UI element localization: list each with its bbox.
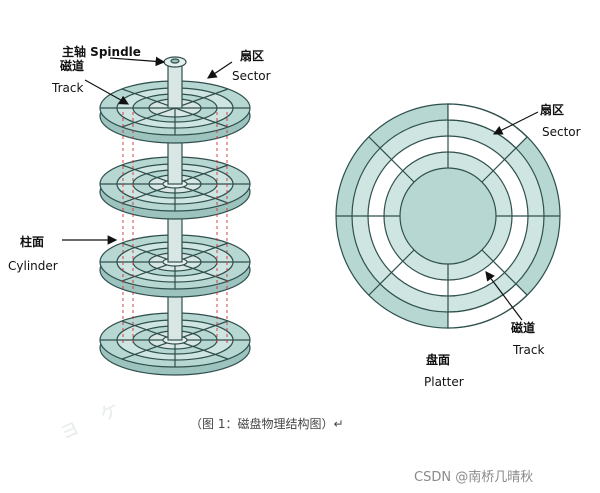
- watermark: CSDN @南桥几晴秋: [414, 470, 534, 485]
- platter-3: [99, 234, 251, 298]
- right-arrows: [485, 111, 539, 321]
- track-left-en-label: Track: [52, 81, 84, 95]
- faded-background-text: ョ ヶ: [54, 395, 124, 446]
- platter-cn-label: 盘面: [426, 353, 451, 367]
- highlighted-track-segment: [447, 283, 528, 329]
- track-right-en-label: Track: [513, 343, 545, 357]
- platter-stack: [99, 56, 251, 376]
- spindle-label: 主轴 Spindle: [62, 45, 141, 59]
- track-right-cn-label: 磁道: [511, 321, 536, 335]
- sector-right-en-label: Sector: [542, 125, 581, 139]
- figure-caption: （图 1：磁盘物理结构图）↵: [190, 417, 344, 431]
- platter-en-label: Platter: [424, 375, 464, 389]
- left-arrows: [62, 56, 233, 245]
- sector-left-cn-label: 扇区: [240, 49, 265, 63]
- highlighted-sector: [447, 103, 528, 149]
- sector-left-en-label: Sector: [232, 69, 271, 83]
- sector-right-cn-label: 扇区: [540, 103, 565, 117]
- track-left-cn-label: 磁道: [60, 59, 85, 73]
- platter-top-view: [335, 103, 561, 329]
- cylinder-cn-label: 柱面: [20, 235, 45, 249]
- cylinder-en-label: Cylinder: [8, 259, 58, 273]
- cylinder-lines: [122, 112, 228, 345]
